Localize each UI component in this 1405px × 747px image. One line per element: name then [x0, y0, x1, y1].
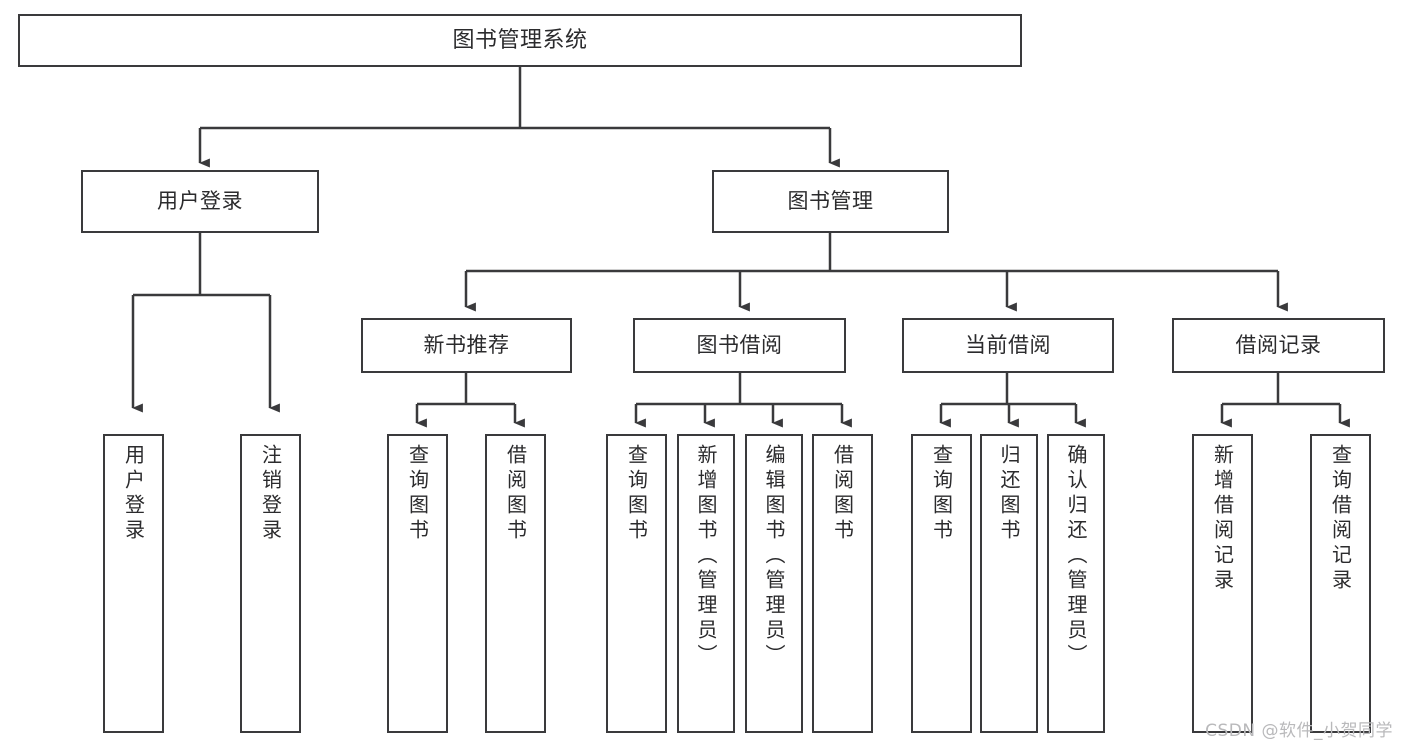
node-new-book-recommend-label: 新书推荐	[423, 333, 510, 358]
leaf-confirm-return-label: 确认归还（管理员）	[1064, 444, 1088, 669]
node-book-borrow[interactable]: 图书借阅	[633, 318, 846, 373]
leaf-query-record[interactable]: 查询借阅记录	[1310, 434, 1371, 733]
leaf-return-book[interactable]: 归还图书	[980, 434, 1038, 733]
node-new-book-recommend[interactable]: 新书推荐	[361, 318, 572, 373]
leaf-user-login-label: 用户登录	[121, 444, 146, 544]
leaf-logout-login-label: 注销登录	[258, 444, 283, 544]
leaf-borrow-book-2[interactable]: 借阅图书	[812, 434, 873, 733]
node-user-login-label: 用户登录	[157, 189, 243, 214]
leaf-query-book-2-label: 查询图书	[624, 444, 649, 544]
node-current-borrow-label: 当前借阅	[965, 333, 1051, 358]
leaf-add-record[interactable]: 新增借阅记录	[1192, 434, 1253, 733]
leaf-query-book-1[interactable]: 查询图书	[387, 434, 448, 733]
leaf-borrow-book-1[interactable]: 借阅图书	[485, 434, 546, 733]
node-borrow-record[interactable]: 借阅记录	[1172, 318, 1385, 373]
node-book-manage-label: 图书管理	[787, 189, 874, 214]
leaf-query-book-3-label: 查询图书	[929, 444, 954, 544]
leaf-add-book-label: 新增图书（管理员）	[694, 444, 718, 669]
node-borrow-record-label: 借阅记录	[1235, 333, 1322, 358]
leaf-query-record-label: 查询借阅记录	[1328, 444, 1353, 594]
watermark: CSDN @软件_小贺同学	[1205, 721, 1393, 741]
node-book-borrow-label: 图书借阅	[696, 333, 783, 358]
leaf-add-book[interactable]: 新增图书（管理员）	[677, 434, 735, 733]
leaf-confirm-return[interactable]: 确认归还（管理员）	[1047, 434, 1105, 733]
leaf-query-book-3[interactable]: 查询图书	[911, 434, 972, 733]
leaf-user-login[interactable]: 用户登录	[103, 434, 164, 733]
node-current-borrow[interactable]: 当前借阅	[902, 318, 1114, 373]
node-root[interactable]: 图书管理系统	[18, 14, 1022, 67]
leaf-borrow-book-1-label: 借阅图书	[503, 444, 528, 544]
node-book-manage[interactable]: 图书管理	[712, 170, 949, 233]
leaf-add-record-label: 新增借阅记录	[1210, 444, 1235, 594]
leaf-query-book-2[interactable]: 查询图书	[606, 434, 667, 733]
leaf-return-book-label: 归还图书	[997, 444, 1021, 544]
node-root-label: 图书管理系统	[452, 27, 588, 53]
leaf-logout-login[interactable]: 注销登录	[240, 434, 301, 733]
leaf-borrow-book-2-label: 借阅图书	[830, 444, 855, 544]
leaf-edit-book-label: 编辑图书（管理员）	[762, 444, 786, 669]
leaf-edit-book[interactable]: 编辑图书（管理员）	[745, 434, 803, 733]
node-user-login[interactable]: 用户登录	[81, 170, 319, 233]
leaf-query-book-1-label: 查询图书	[405, 444, 430, 544]
